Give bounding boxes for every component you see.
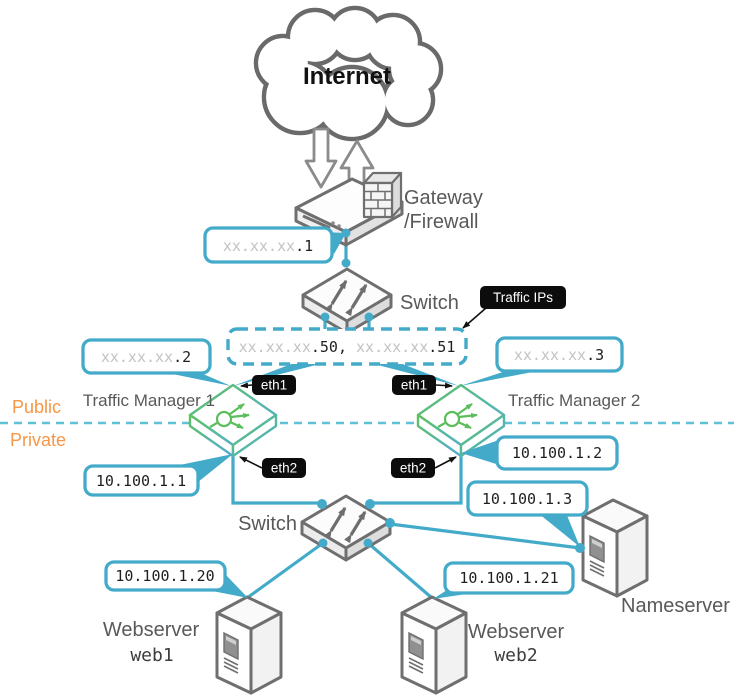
webserver1-label: Webserver bbox=[103, 619, 200, 641]
webserver2-label: Webserver bbox=[468, 621, 565, 643]
gateway-ip-text: xx.xx.xx.1 bbox=[223, 237, 313, 255]
connection-lines bbox=[231, 231, 581, 600]
web2-ip-text: 10.100.1.21 bbox=[459, 569, 558, 587]
gateway-label-line2: /Firewall bbox=[404, 211, 478, 233]
eth1-badge-tm2: eth1 bbox=[392, 375, 453, 395]
connection-dots bbox=[317, 228, 585, 553]
firewall-brick-icon bbox=[362, 171, 403, 219]
traffic-ips-box: xx.xx.xx.50, xx.xx.xx.51 bbox=[226, 327, 468, 386]
link-switch-web1 bbox=[246, 541, 324, 600]
link-switch-nameserver bbox=[389, 522, 581, 550]
callout-tm2-private-ip: 10.100.1.2 bbox=[461, 435, 619, 471]
traffic-manager-1-label: Traffic Manager 1 bbox=[83, 391, 215, 410]
web1-ip-text: 10.100.1.20 bbox=[115, 567, 214, 585]
tm1-public-ip-text: xx.xx.xx.2 bbox=[101, 348, 191, 366]
traffic-ips-text: xx.xx.xx.50, xx.xx.xx.51 bbox=[239, 338, 456, 356]
webserver1-hostname: web1 bbox=[130, 645, 173, 666]
internet-cloud-icon: Internet bbox=[253, 5, 444, 142]
nameserver-ip-text: 10.100.1.3 bbox=[482, 490, 572, 508]
tm2-private-ip-text: 10.100.1.2 bbox=[512, 444, 602, 462]
eth2-left-label: eth2 bbox=[271, 461, 297, 476]
traffic-ips-badge-label: Traffic IPs bbox=[493, 290, 553, 305]
webserver2-hostname: web2 bbox=[494, 645, 537, 666]
callout-web2-ip: 10.100.1.21 bbox=[433, 561, 575, 599]
callout-tm1-private-ip: 10.100.1.1 bbox=[83, 454, 233, 497]
internet-label: Internet bbox=[303, 63, 391, 90]
traffic-ips-arrow bbox=[462, 307, 487, 329]
nameserver-icon bbox=[581, 498, 649, 598]
eth1-badge-tm1: eth1 bbox=[240, 375, 296, 395]
link-tm2-switch bbox=[374, 450, 463, 505]
switch-private-label: Switch bbox=[238, 513, 297, 535]
callout-gateway-ip: xx.xx.xx.1 bbox=[203, 226, 346, 264]
down-arrow-icon bbox=[304, 127, 338, 189]
callout-web1-ip: 10.100.1.20 bbox=[104, 560, 248, 598]
tm2-public-ip-text: xx.xx.xx.3 bbox=[514, 346, 604, 364]
gateway-label-line1: Gateway bbox=[404, 187, 483, 209]
public-zone-label: Public bbox=[12, 397, 61, 417]
tm1-private-ip-text: 10.100.1.1 bbox=[96, 472, 186, 490]
traffic-ips-badge: Traffic IPs bbox=[462, 286, 566, 329]
eth2-badge-tm2: eth2 bbox=[391, 456, 457, 478]
eth1-right-label: eth1 bbox=[401, 378, 427, 393]
link-tm1-switch bbox=[231, 450, 318, 505]
eth1-left-label: eth1 bbox=[261, 378, 287, 393]
webserver-2-icon bbox=[400, 595, 468, 695]
callout-tm2-public-ip: xx.xx.xx.3 bbox=[460, 336, 624, 386]
eth2-badge-tm1: eth2 bbox=[239, 456, 306, 478]
callout-tm1-public-ip: xx.xx.xx.2 bbox=[81, 338, 231, 386]
eth2-right-label: eth2 bbox=[400, 461, 426, 476]
link-switch-web2 bbox=[366, 541, 434, 600]
switch-public-label: Switch bbox=[400, 292, 459, 314]
switch-public-icon bbox=[303, 269, 391, 333]
webserver-1-icon bbox=[215, 595, 283, 695]
callout-nameserver-ip: 10.100.1.3 bbox=[466, 480, 589, 547]
nameserver-label: Nameserver bbox=[621, 595, 730, 617]
traffic-manager-2-label: Traffic Manager 2 bbox=[508, 391, 640, 410]
private-zone-label: Private bbox=[10, 430, 66, 450]
